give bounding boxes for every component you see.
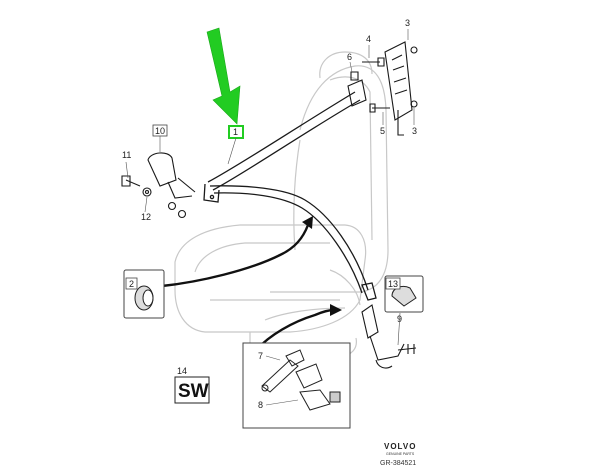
detail-box-7-8 xyxy=(242,342,351,429)
brand-name: VOLVO xyxy=(384,442,416,451)
callout-3-top: 3 xyxy=(405,18,410,28)
callout-8: 8 xyxy=(258,400,263,410)
callout-11: 11 xyxy=(122,150,131,160)
callout-4: 4 xyxy=(366,34,371,44)
callout-6: 6 xyxy=(347,52,352,62)
leader-lines xyxy=(125,29,415,406)
callout-2-box xyxy=(125,277,138,290)
upper-anchor-assembly xyxy=(347,41,418,136)
buckle-stalk xyxy=(121,152,196,219)
volvo-logo: VOLVO GENUINE PARTS xyxy=(384,442,416,456)
callout-2: 2 xyxy=(129,279,134,289)
sw-badge: SW xyxy=(174,376,210,404)
arrow-heads xyxy=(302,216,342,316)
callout-12: 12 xyxy=(141,212,151,222)
callout-3-bottom: 3 xyxy=(412,126,417,136)
highlight-arrow xyxy=(206,27,241,125)
detail-box-13 xyxy=(384,275,424,313)
detail-box-2 xyxy=(123,269,165,319)
belt-webbing xyxy=(203,91,377,301)
callout-5: 5 xyxy=(380,126,385,136)
callout-13: 13 xyxy=(388,279,398,289)
callout-7: 7 xyxy=(258,351,263,361)
callout-13-box xyxy=(385,277,401,290)
sw-label: SW xyxy=(178,381,209,402)
seat-outline xyxy=(174,51,389,357)
callout-10: 10 xyxy=(155,126,165,136)
brand-tagline: GENUINE PARTS xyxy=(386,452,415,456)
drawing-code: GR-384521 xyxy=(380,460,416,467)
pointer-arrows xyxy=(161,224,335,351)
pretensioner xyxy=(361,304,417,369)
callout-1: 1 xyxy=(233,127,238,137)
callout-14: 14 xyxy=(177,366,187,376)
